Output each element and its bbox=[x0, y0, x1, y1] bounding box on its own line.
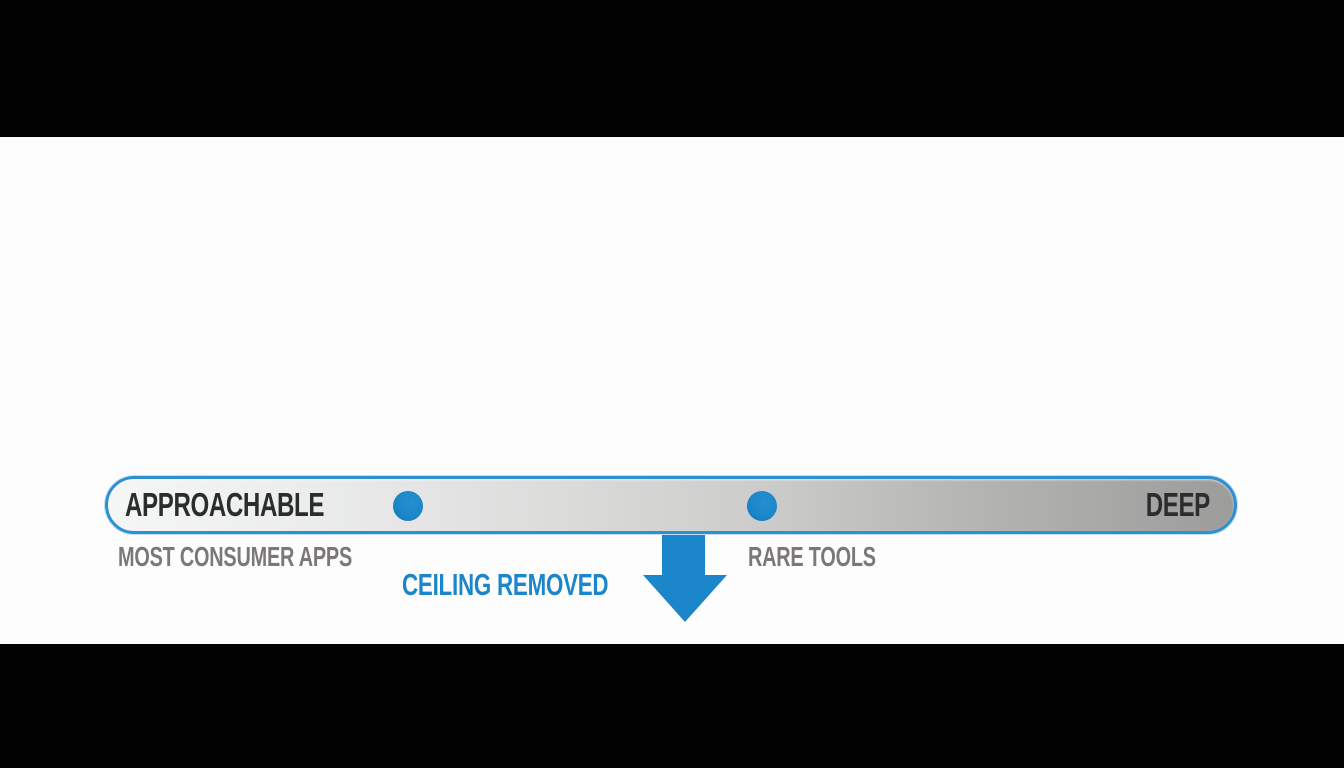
bottom-letterbox-band bbox=[0, 644, 1344, 768]
marker-dot-icon bbox=[747, 491, 777, 521]
spectrum-right-label: DEEP bbox=[1145, 486, 1211, 523]
slide-canvas: APPROACHABLE DEEP MOST CONSUMER APPS RAR… bbox=[0, 137, 1344, 644]
ceiling-removed-label: CEILING REMOVED bbox=[402, 567, 609, 602]
down-arrow-icon bbox=[638, 530, 734, 626]
top-letterbox-band bbox=[0, 0, 1344, 137]
marker-caption-rare-tools: RARE TOOLS bbox=[748, 541, 876, 572]
marker-caption-consumer-apps: MOST CONSUMER APPS bbox=[118, 541, 353, 572]
marker-dot-icon bbox=[393, 491, 423, 521]
spectrum-bar: APPROACHABLE DEEP bbox=[105, 476, 1237, 534]
spectrum-left-label: APPROACHABLE bbox=[125, 486, 325, 523]
